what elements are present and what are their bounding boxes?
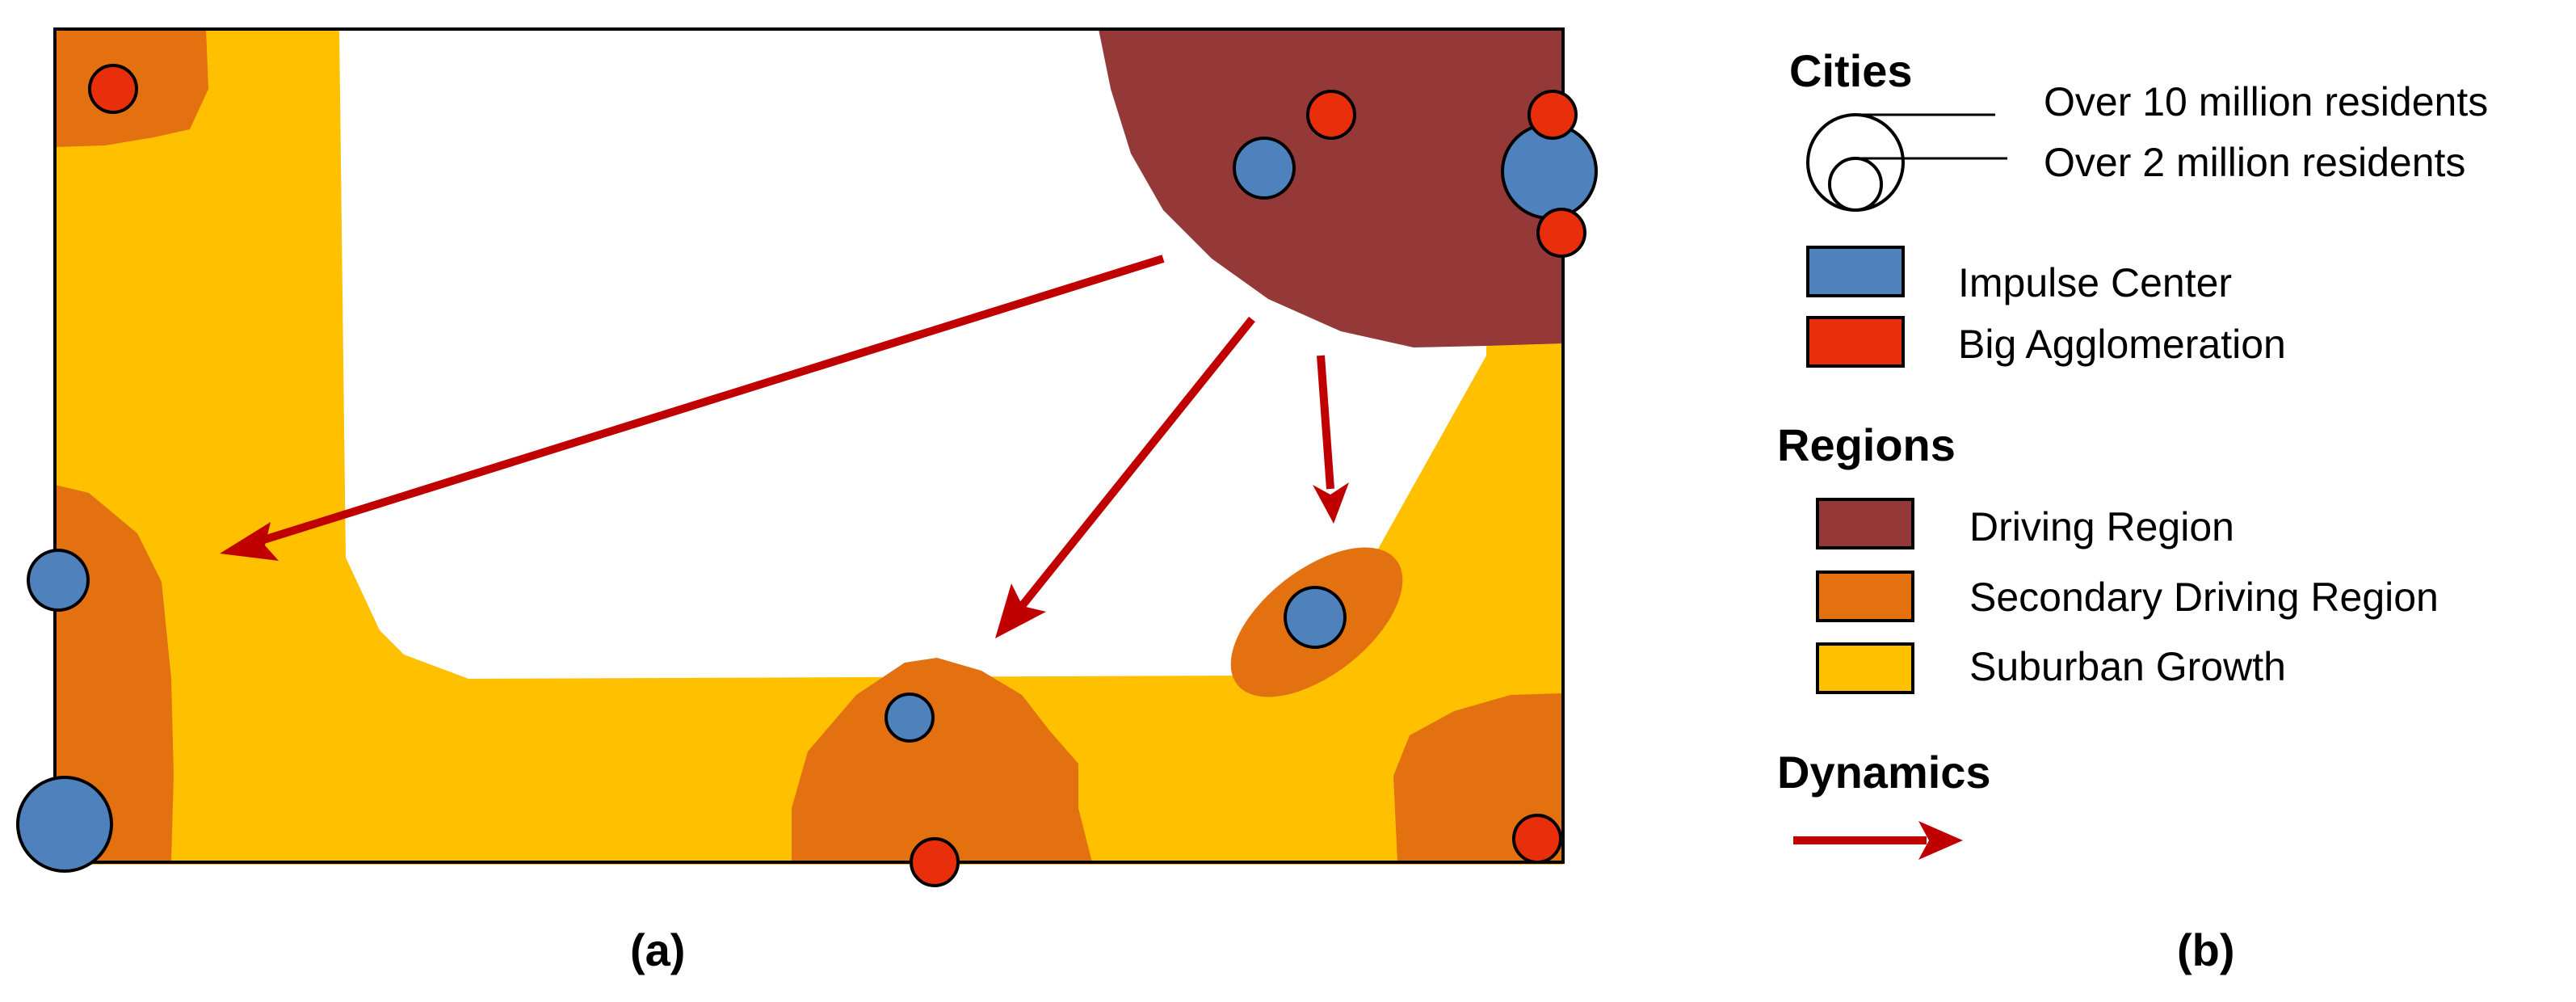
dynamics-arrow-southwest-head — [995, 583, 1046, 638]
secondary-region-label: Secondary Driving Region — [1969, 575, 2439, 620]
dynamics-arrow-south — [1317, 355, 1334, 490]
big-agglomeration-city — [1306, 90, 1356, 140]
city-size-medium-icon — [1828, 157, 1883, 212]
city-size-large-label: Over 10 million residents — [2044, 79, 2488, 124]
city-size-icon — [1806, 113, 2007, 212]
secondary-region-bottom-center — [792, 658, 1092, 862]
impulse-center-city — [1233, 137, 1296, 200]
dynamics-heading: Dynamics — [1777, 747, 1991, 798]
dynamics-arrow-west-head — [220, 522, 279, 561]
dynamics-arrows — [220, 255, 1349, 638]
dynamics-arrow-south-head — [1313, 482, 1349, 524]
dynamics-arrow-west — [257, 255, 1165, 545]
dynamics-arrow-icon — [1793, 821, 1963, 860]
driving-region — [1099, 29, 1563, 347]
driving-region-label: Driving Region — [1969, 504, 2234, 549]
dynamics-arrow-southwest — [1019, 316, 1255, 609]
impulse-center-city-large — [16, 776, 113, 873]
legend-panel: Cities Over 10 million residents Over 2 … — [1777, 45, 2488, 975]
big-agglomeration-label: Big Agglomeration — [1958, 322, 2286, 367]
map-caption: (a) — [630, 924, 685, 975]
secondary-region-swatch — [1816, 570, 1914, 622]
city-size-medium-label: Over 2 million residents — [2044, 140, 2465, 185]
map-panel: (a) — [16, 27, 1598, 975]
driving-region-swatch — [1816, 498, 1914, 549]
big-agglomeration-city — [1512, 814, 1562, 864]
impulse-center-city — [27, 549, 90, 612]
cities-heading: Cities — [1789, 45, 1913, 96]
map-border — [53, 27, 1565, 864]
impulse-center-city — [885, 693, 935, 743]
big-agglomeration-swatch — [1806, 316, 1905, 368]
impulse-center-label: Impulse Center — [1958, 260, 2232, 305]
impulse-center-swatch — [1806, 246, 1905, 297]
big-agglomeration-city — [1528, 90, 1578, 140]
legend-caption: (b) — [2177, 924, 2235, 975]
big-agglomeration-city — [1536, 208, 1586, 258]
big-agglomeration-city — [910, 837, 960, 887]
impulse-center-city — [1284, 586, 1347, 649]
regions-heading: Regions — [1777, 419, 1956, 470]
cities — [16, 64, 1598, 887]
suburban-growth-label: Suburban Growth — [1969, 644, 2286, 689]
suburban-growth-swatch — [1816, 642, 1914, 694]
big-agglomeration-city — [88, 64, 138, 114]
